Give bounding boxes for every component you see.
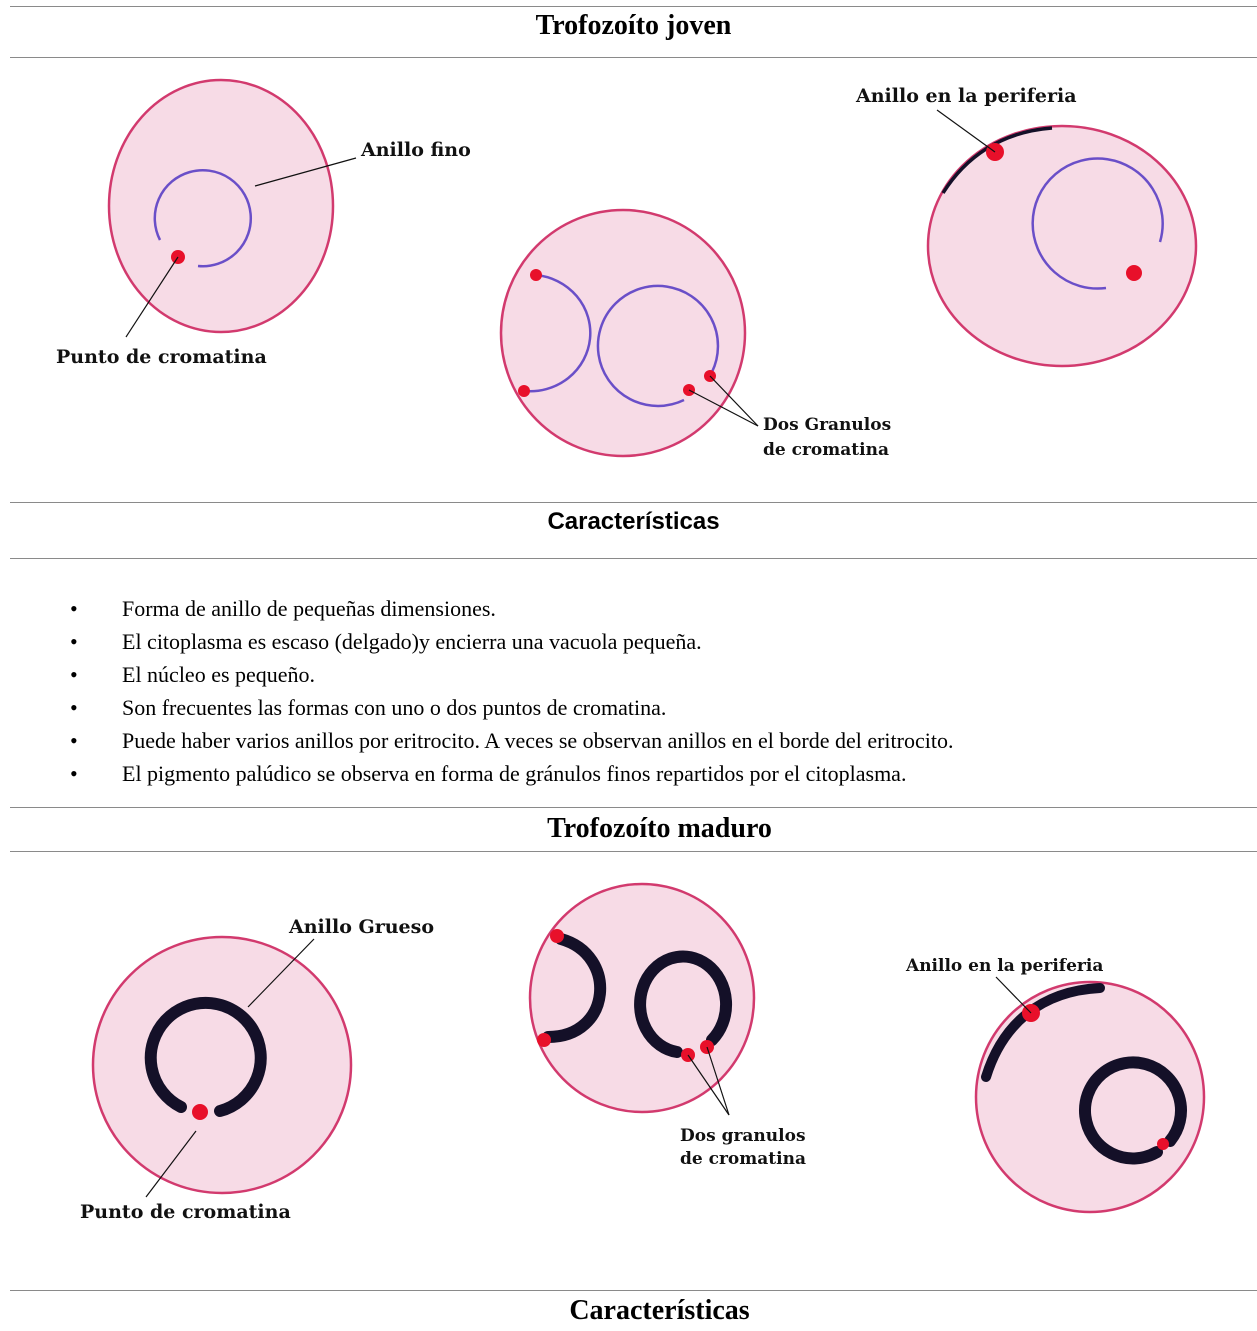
cell-peripheral-thick-ring: Anillo en la periferia [905,956,1204,1212]
label-two-granules-line1: Dos Granulos [763,415,891,435]
label-two-granules-line1: Dos granulos [680,1126,806,1146]
label-two-granules-line2: de cromatina [680,1149,806,1169]
label-chromatin-dot: Punto de cromatina [56,346,267,368]
cell-two-thick-rings: Dos granulos de cromatina [530,884,806,1169]
cell-two-rings: Dos Granulos de cromatina [501,210,891,460]
section-title-young-trophozoite: Trofozoíto joven [10,10,1257,42]
label-thin-ring: Anillo fino [360,139,471,161]
characteristics-title-1: Características [10,508,1257,536]
mature-trophozoite-diagrams: Anillo Grueso Punto de cromatina Dos gra… [0,855,1257,1275]
list-item: Forma de anillo de pequeñas dimensiones. [70,592,1240,625]
chromatin-dot [550,929,564,943]
cell-peripheral-ring: Anillo en la periferia [855,85,1196,366]
chromatin-dot [530,269,542,281]
chromatin-dot [537,1033,551,1047]
young-trophozoite-diagrams: Anillo fino Punto de cromatina Dos Granu… [0,60,1257,500]
rule-above-characteristics-2 [10,1290,1257,1291]
label-peripheral-ring: Anillo en la periferia [855,85,1077,107]
characteristics-title-2: Características [36,1295,1257,1327]
label-thick-ring: Anillo Grueso [288,916,434,938]
rule-below-title-1 [10,57,1257,58]
rule-above-title-2 [10,807,1257,808]
chromatin-dot [1126,265,1142,281]
list-item: Son frecuentes las formas con uno o dos … [70,691,1240,724]
characteristics-list: Forma de anillo de pequeñas dimensiones.… [70,592,1240,790]
rule-below-title-2 [10,851,1257,852]
chromatin-dot [518,385,530,397]
cell-thick-ring: Anillo Grueso Punto de cromatina [80,916,434,1223]
list-item: El pigmento palúdico se observa en forma… [70,757,1240,790]
section-title-mature-trophozoite: Trofozoíto maduro [36,813,1257,845]
chromatin-dot [1157,1138,1169,1150]
label-peripheral-ring: Anillo en la periferia [905,956,1103,976]
chromatin-dot [192,1104,208,1120]
top-rule [10,6,1257,7]
list-item: El citoplasma es escaso (delgado)y encie… [70,625,1240,658]
list-item: Puede haber varios anillos por eritrocit… [70,724,1240,757]
label-chromatin-dot: Punto de cromatina [80,1201,291,1223]
rule-below-characteristics-1 [10,558,1257,559]
list-item: El núcleo es pequeño. [70,658,1240,691]
cell-thin-ring: Anillo fino Punto de cromatina [56,80,471,368]
rule-above-characteristics-1 [10,502,1257,503]
label-two-granules-line2: de cromatina [763,440,889,460]
